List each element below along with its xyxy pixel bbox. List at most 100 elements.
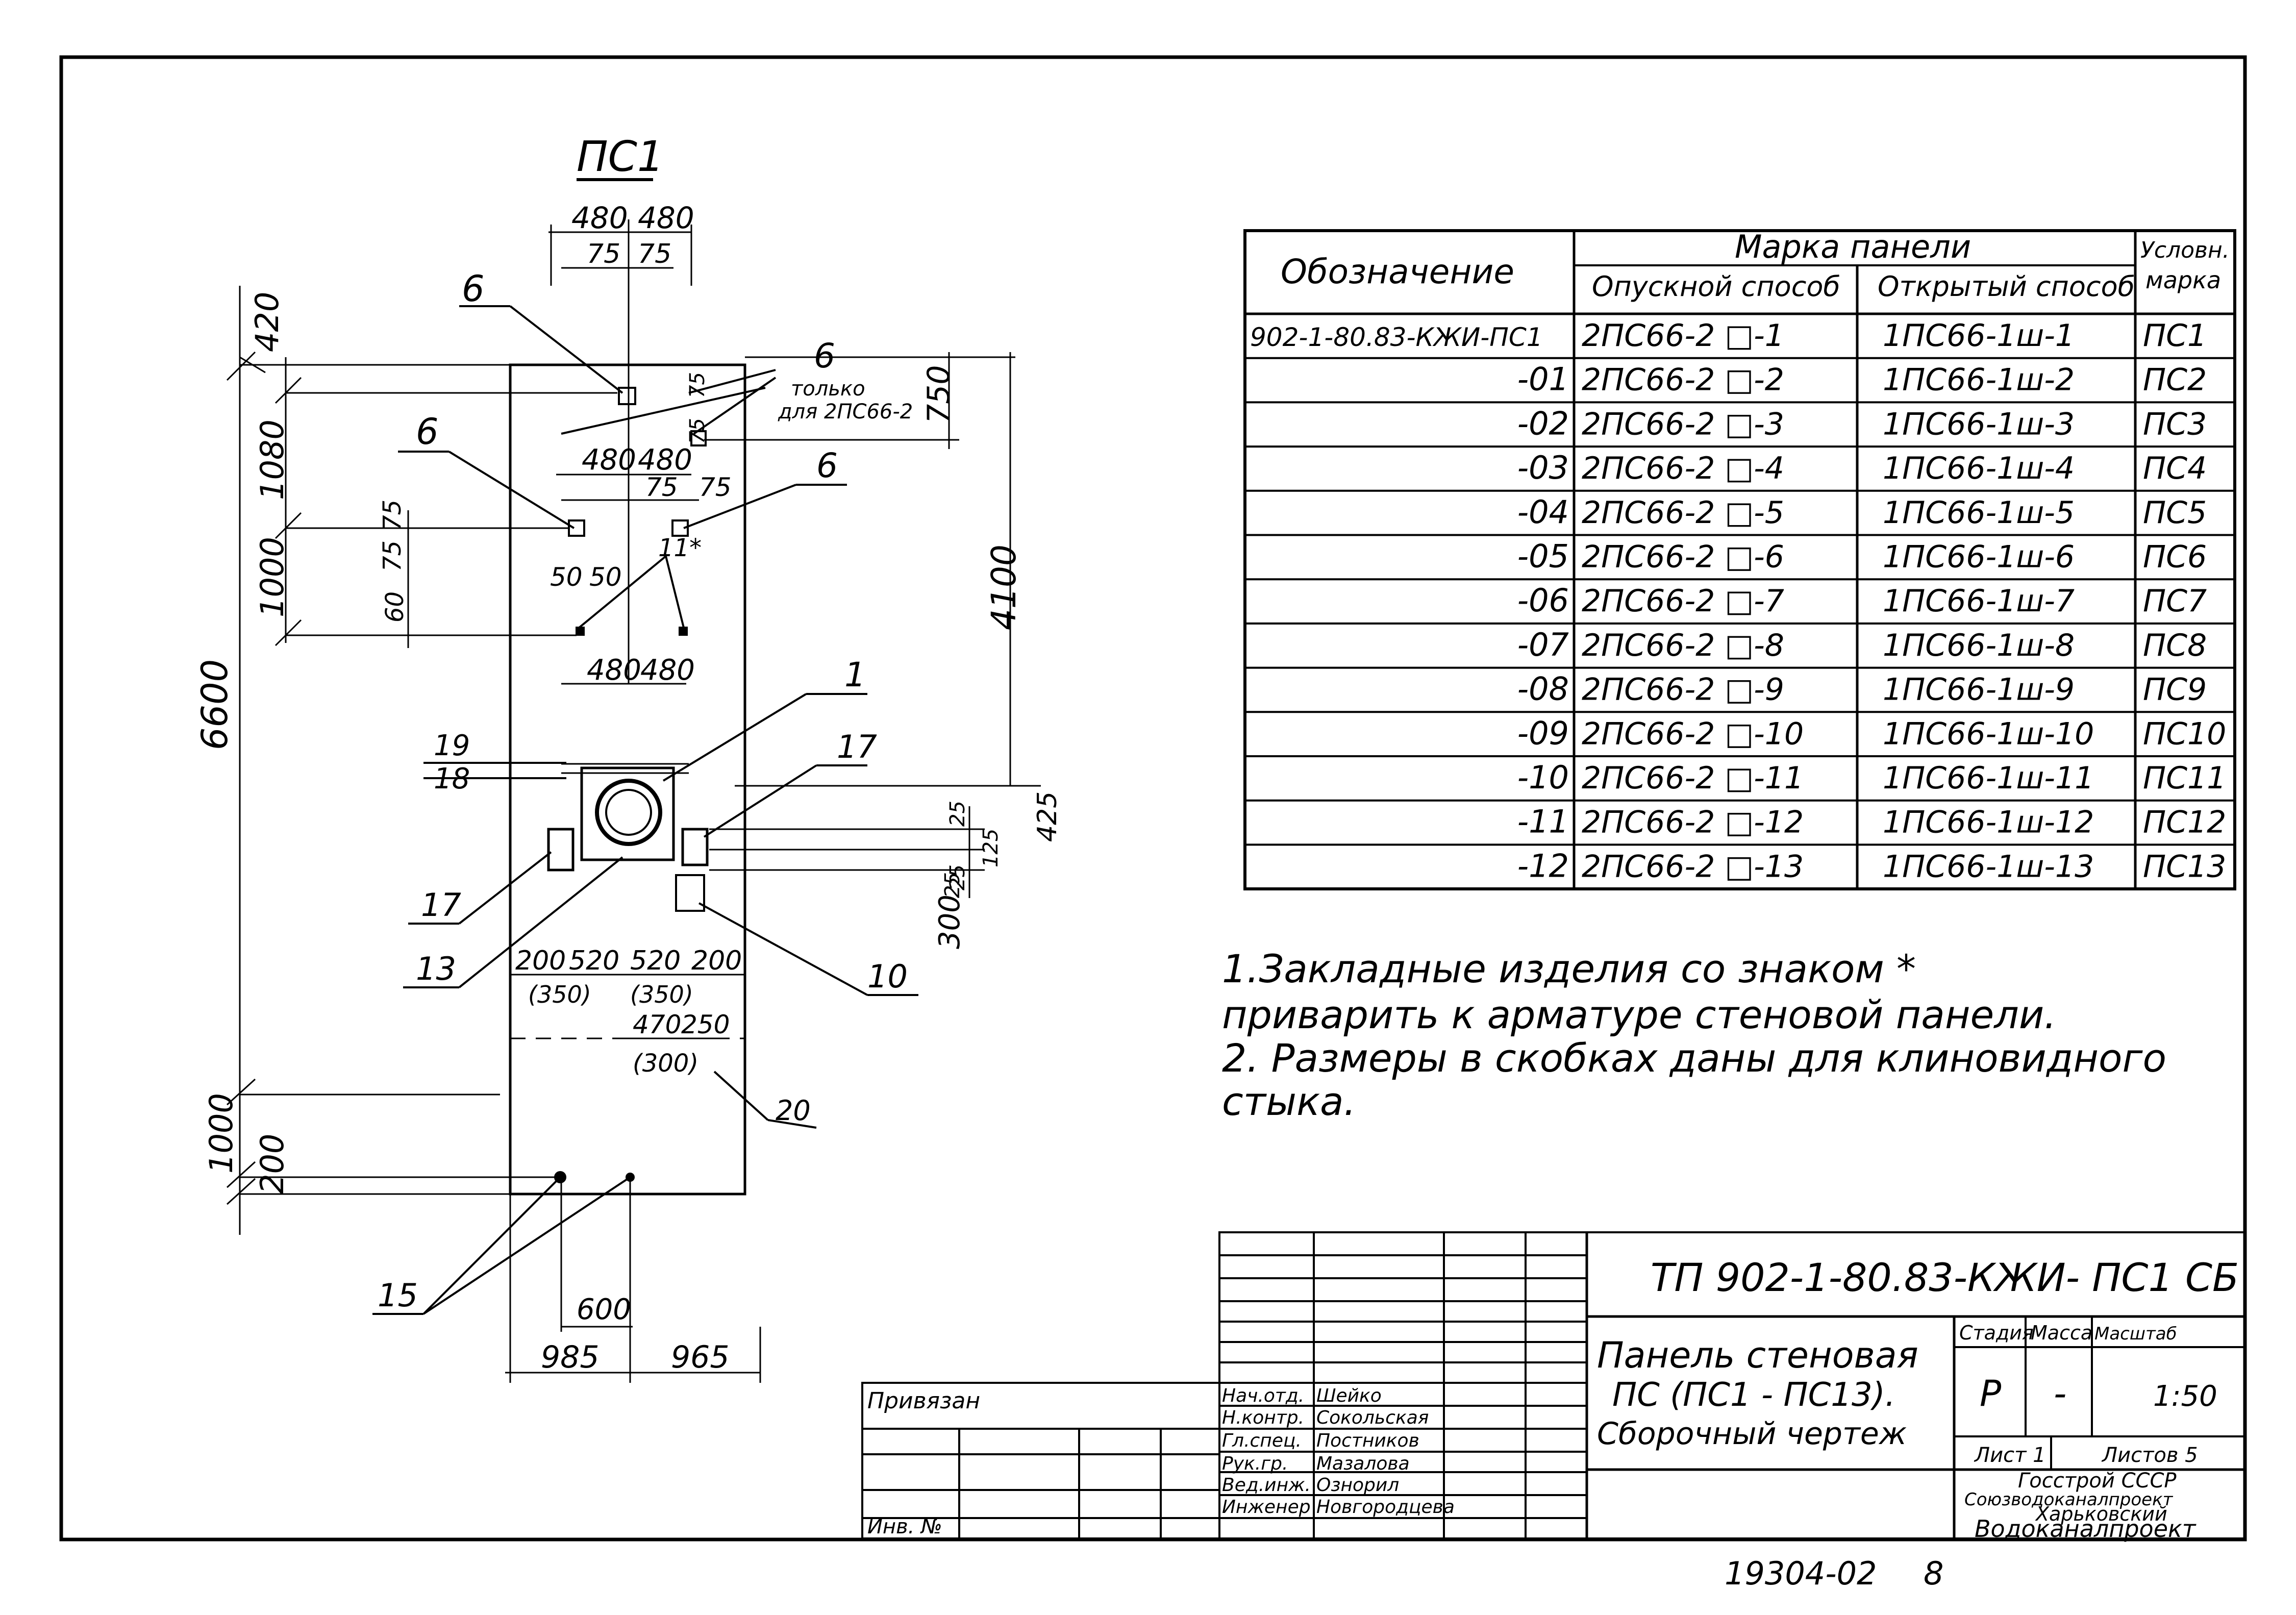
note-line-3: 2. Размеры в скобках даны для клиновидно… [1222,1035,2166,1081]
row-open-mark: 1ПС66-1ш-11 [1883,760,2094,796]
row-open-mark: 1ПС66-1ш-3 [1883,406,2075,442]
role-label: Рук.гр. [1222,1453,1288,1474]
svg-text:50: 50 [550,562,583,592]
svg-text:60: 60 [381,591,409,623]
svg-text:25: 25 [946,801,969,827]
svg-text:480: 480 [638,201,694,235]
svg-text:75: 75 [378,540,407,572]
embedded-item-small-right [679,627,688,636]
mass-value: - [2054,1373,2066,1414]
table-row: -04 2ПС66-2 □-5 1ПС66-1ш-5 ПС5 [1517,493,2207,531]
row-designation: -11 [1517,803,1569,840]
row-cond-mark: ПС1 [2143,318,2207,354]
person-name: Постников [1316,1430,1419,1451]
row-designation: -02 [1517,405,1569,442]
svg-text:480: 480 [638,443,692,477]
row-designation: -08 [1517,670,1569,708]
svg-text:480: 480 [587,654,641,687]
row-lower-mark: 2ПС66-2 □-5 [1582,495,1784,531]
col-mark: Марка панели [1735,228,1971,265]
note-line-4: стыка. [1222,1079,1356,1124]
footer-number: 19304-02 [1725,1555,1877,1592]
item-10 [675,874,705,912]
only-for-label-2: для 2ПС66-2 [778,400,913,424]
svg-text:(300): (300) [633,1049,698,1078]
panel-drawing: ПС1 [194,133,1063,1383]
callout-6-left: 6 [416,411,439,453]
person-name: Ознорил [1316,1475,1399,1496]
col-open: Открытый способ [1878,270,2135,303]
row-open-mark: 1ПС66-1ш-13 [1883,849,2094,884]
row-cond-mark: ПС3 [2143,406,2207,442]
svg-text:520: 520 [630,946,681,976]
svg-text:4100: 4100 [984,544,1024,630]
svg-text:1000: 1000 [254,537,291,617]
svg-text:200: 200 [691,946,742,976]
row-cond-mark: ПС12 [2143,805,2226,840]
row-cond-mark: ПС8 [2143,628,2207,663]
row-open-mark: 1ПС66-1ш-5 [1883,495,2075,531]
svg-text:75: 75 [378,500,407,531]
svg-text:75: 75 [686,372,709,398]
svg-text:25: 25 [946,864,969,890]
svg-text:425: 425 [1032,791,1063,842]
row-designation: -12 [1517,847,1569,884]
row-lower-mark: 2ПС66-2 □-12 [1582,805,1804,840]
svg-text:480: 480 [571,201,628,235]
drawing-title: ПС1 [577,133,664,181]
embedded-item-small-left [576,627,585,636]
row-cond-mark: ПС6 [2143,539,2207,575]
callout-1: 1 [844,655,866,694]
embedded-item-left [568,519,585,537]
row-lower-mark: 2ПС66-2 □-13 [1582,849,1804,884]
svg-text:75: 75 [587,239,620,269]
row-cond-mark: ПС5 [2143,495,2207,531]
svg-text:470: 470 [633,1010,681,1039]
org-line-3: Харьковский [2035,1503,2167,1525]
row-cond-mark: ПС2 [2143,362,2207,398]
row-designation: -07 [1517,626,1569,663]
stage-value: Р [1980,1373,2002,1414]
row-open-mark: 1ПС66-1ш-9 [1883,672,2075,708]
notes: 1.Закладные изделия со знаком * приварит… [1222,946,2166,1124]
footer-page: 8 [1924,1555,1943,1592]
role-label: Нач.отд. [1222,1385,1304,1406]
row-lower-mark: 2ПС66-2 □-10 [1582,716,1804,752]
svg-text:420: 420 [248,292,286,352]
callout-10: 10 [867,958,908,995]
col-cond-1: Условн. [2140,237,2230,263]
svg-text:75: 75 [638,239,671,269]
svg-text:965: 965 [671,1339,730,1375]
row-designation: -04 [1517,493,1569,531]
svg-text:200: 200 [254,1134,291,1194]
svg-text:250: 250 [681,1010,730,1039]
stage-label: Стадия [1959,1322,2034,1344]
col-lower: Опускной способ [1592,270,1840,303]
callout-6-right-top: 6 [814,336,835,376]
svg-text:985: 985 [541,1339,600,1375]
row-open-mark: 1ПС66-1ш-12 [1883,805,2094,840]
callout-17-left: 17 [421,886,461,924]
row-lower-mark: 2ПС66-2 □-6 [1582,539,1784,575]
row-designation: -01 [1517,361,1569,398]
scale-label: Масштаб [2094,1324,2177,1344]
attached-label: Привязан [867,1388,980,1414]
row-open-mark: 1ПС66-1ш-1 [1883,318,2075,354]
note-line-2: приварить к арматуре стеновой панели. [1222,992,2056,1037]
role-label: Вед.инж. [1222,1475,1311,1496]
row-lower-mark: 2ПС66-2 □-11 [1582,760,1804,796]
svg-text:520: 520 [569,946,619,976]
svg-text:50: 50 [589,562,622,592]
embedded-item-top [618,387,636,405]
callout-19: 19 [434,729,470,762]
row-open-mark: 1ПС66-1ш-6 [1883,539,2075,575]
row-cond-mark: ПС11 [2143,760,2226,796]
svg-text:125: 125 [979,829,1003,867]
row-lower-mark: 2ПС66-2 □-1 [1582,318,1784,354]
svg-text:1000: 1000 [203,1093,240,1174]
row-cond-mark: ПС10 [2143,716,2226,752]
